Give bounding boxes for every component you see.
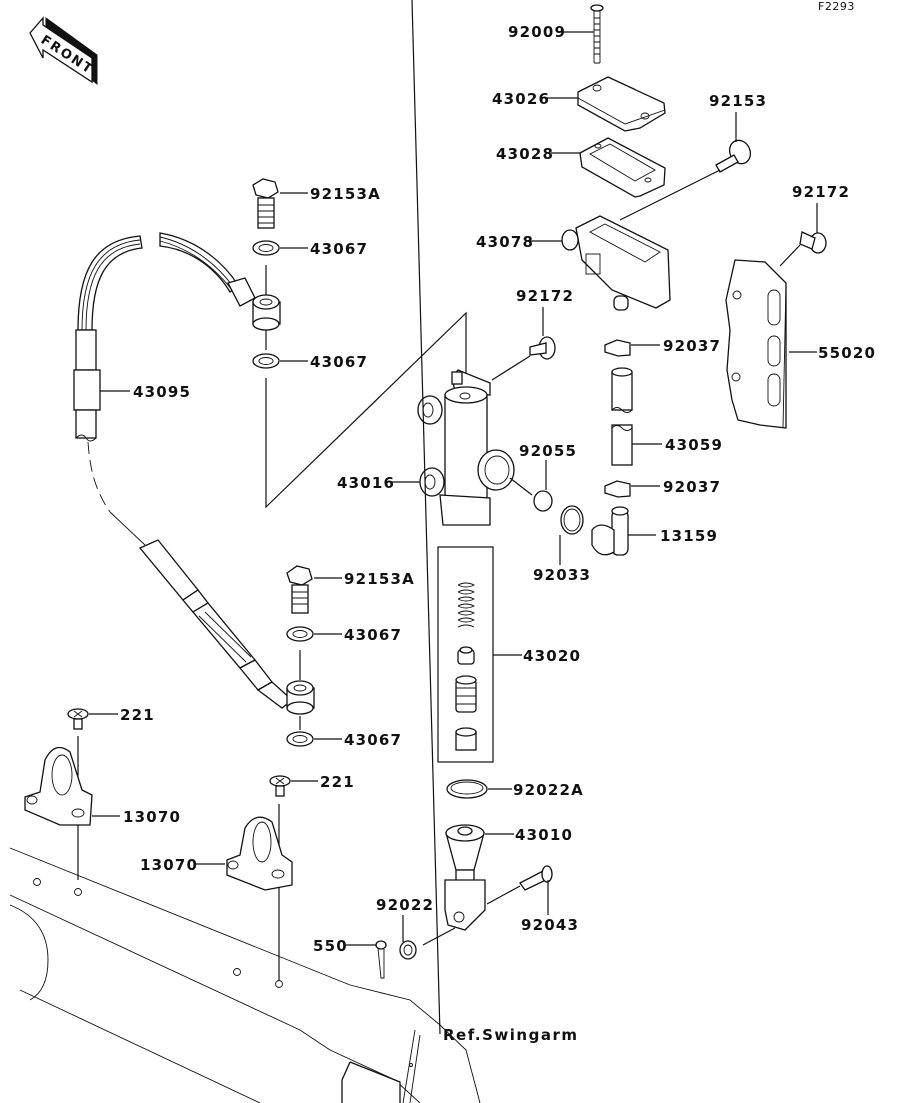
callout-221-left: 221: [120, 706, 155, 724]
banjo-bolt-92153A-top: [252, 178, 279, 229]
bolt-92153: [715, 139, 752, 173]
pin-92043: [519, 865, 553, 891]
circlip-92022A: [446, 779, 488, 799]
o-ring-92055: [533, 490, 553, 512]
guard-55020: [725, 259, 787, 429]
callout-43059: 43059: [665, 436, 723, 454]
callout-92153A-bottom: 92153A: [344, 570, 415, 588]
clamp-92037-top: [604, 339, 631, 357]
callout-43067-3: 43067: [344, 626, 402, 644]
callout-43020: 43020: [523, 647, 581, 665]
banjo-bolt-92153A-bottom: [286, 565, 313, 614]
washer-43067-1: [252, 240, 280, 256]
banjo-fitting-upper: [252, 294, 281, 331]
callout-92055: 92055: [519, 442, 577, 460]
callout-92033: 92033: [533, 566, 591, 584]
washer-43067-3: [286, 626, 314, 642]
pushrod-43010: [444, 824, 486, 931]
screw-92172-top: [799, 231, 827, 254]
callout-43067-1: 43067: [310, 240, 368, 258]
washer-92022: [399, 940, 417, 960]
banjo-fitting-lower: [286, 680, 315, 715]
callout-43016: 43016: [337, 474, 395, 492]
callout-92022: 92022: [376, 896, 434, 914]
callout-13070-left: 13070: [123, 808, 181, 826]
callout-92172-mid: 92172: [516, 287, 574, 305]
screw-92172-mid: [529, 336, 556, 360]
callout-92043: 92043: [521, 916, 579, 934]
callout-550: 550: [313, 937, 348, 955]
brake-hose-43095: [73, 232, 294, 709]
circlip-92033: [560, 505, 584, 535]
callout-13070-right: 13070: [140, 856, 198, 874]
swingarm-outline: [9, 847, 481, 1103]
callout-92153: 92153: [709, 92, 767, 110]
hose-43059: [611, 367, 633, 466]
outlet-13159: [591, 506, 629, 556]
diaphragm-43028: [579, 137, 666, 198]
front-arrow-icon: FRONT: [29, 16, 98, 86]
cap-43026: [577, 76, 666, 132]
screw-92009: [590, 4, 604, 64]
master-cylinder-43016: [417, 369, 515, 526]
bracket-13070-right: [226, 816, 293, 891]
cotter-pin-550: [375, 940, 387, 979]
callout-13159: 13159: [660, 527, 718, 545]
callout-55020: 55020: [818, 344, 876, 362]
washer-43067-2: [252, 353, 280, 369]
callout-43095: 43095: [133, 383, 191, 401]
washer-43067-4: [286, 731, 314, 747]
callout-92037-bottom: 92037: [663, 478, 721, 496]
callout-43028: 43028: [496, 145, 554, 163]
callout-221-right: 221: [320, 773, 355, 791]
callout-43078: 43078: [476, 233, 534, 251]
figure-id: F2293: [818, 0, 855, 13]
screw-221-right: [269, 775, 291, 797]
callout-43026: 43026: [492, 90, 550, 108]
callout-92009: 92009: [508, 23, 566, 41]
callout-43010: 43010: [515, 826, 573, 844]
clamp-92037-bottom: [604, 480, 631, 498]
screw-221-left: [67, 708, 89, 730]
ref-swingarm-label: Ref.Swingarm: [443, 1026, 579, 1044]
callout-92172-top: 92172: [792, 183, 850, 201]
reservoir-43078: [561, 215, 671, 311]
callout-43067-2: 43067: [310, 353, 368, 371]
piston-kit-43020: [455, 582, 477, 751]
callout-43067-4: 43067: [344, 731, 402, 749]
callout-92022A: 92022A: [513, 781, 584, 799]
bracket-13070-left: [24, 746, 93, 826]
callout-92153A-top: 92153A: [310, 185, 381, 203]
callout-92037-top: 92037: [663, 337, 721, 355]
